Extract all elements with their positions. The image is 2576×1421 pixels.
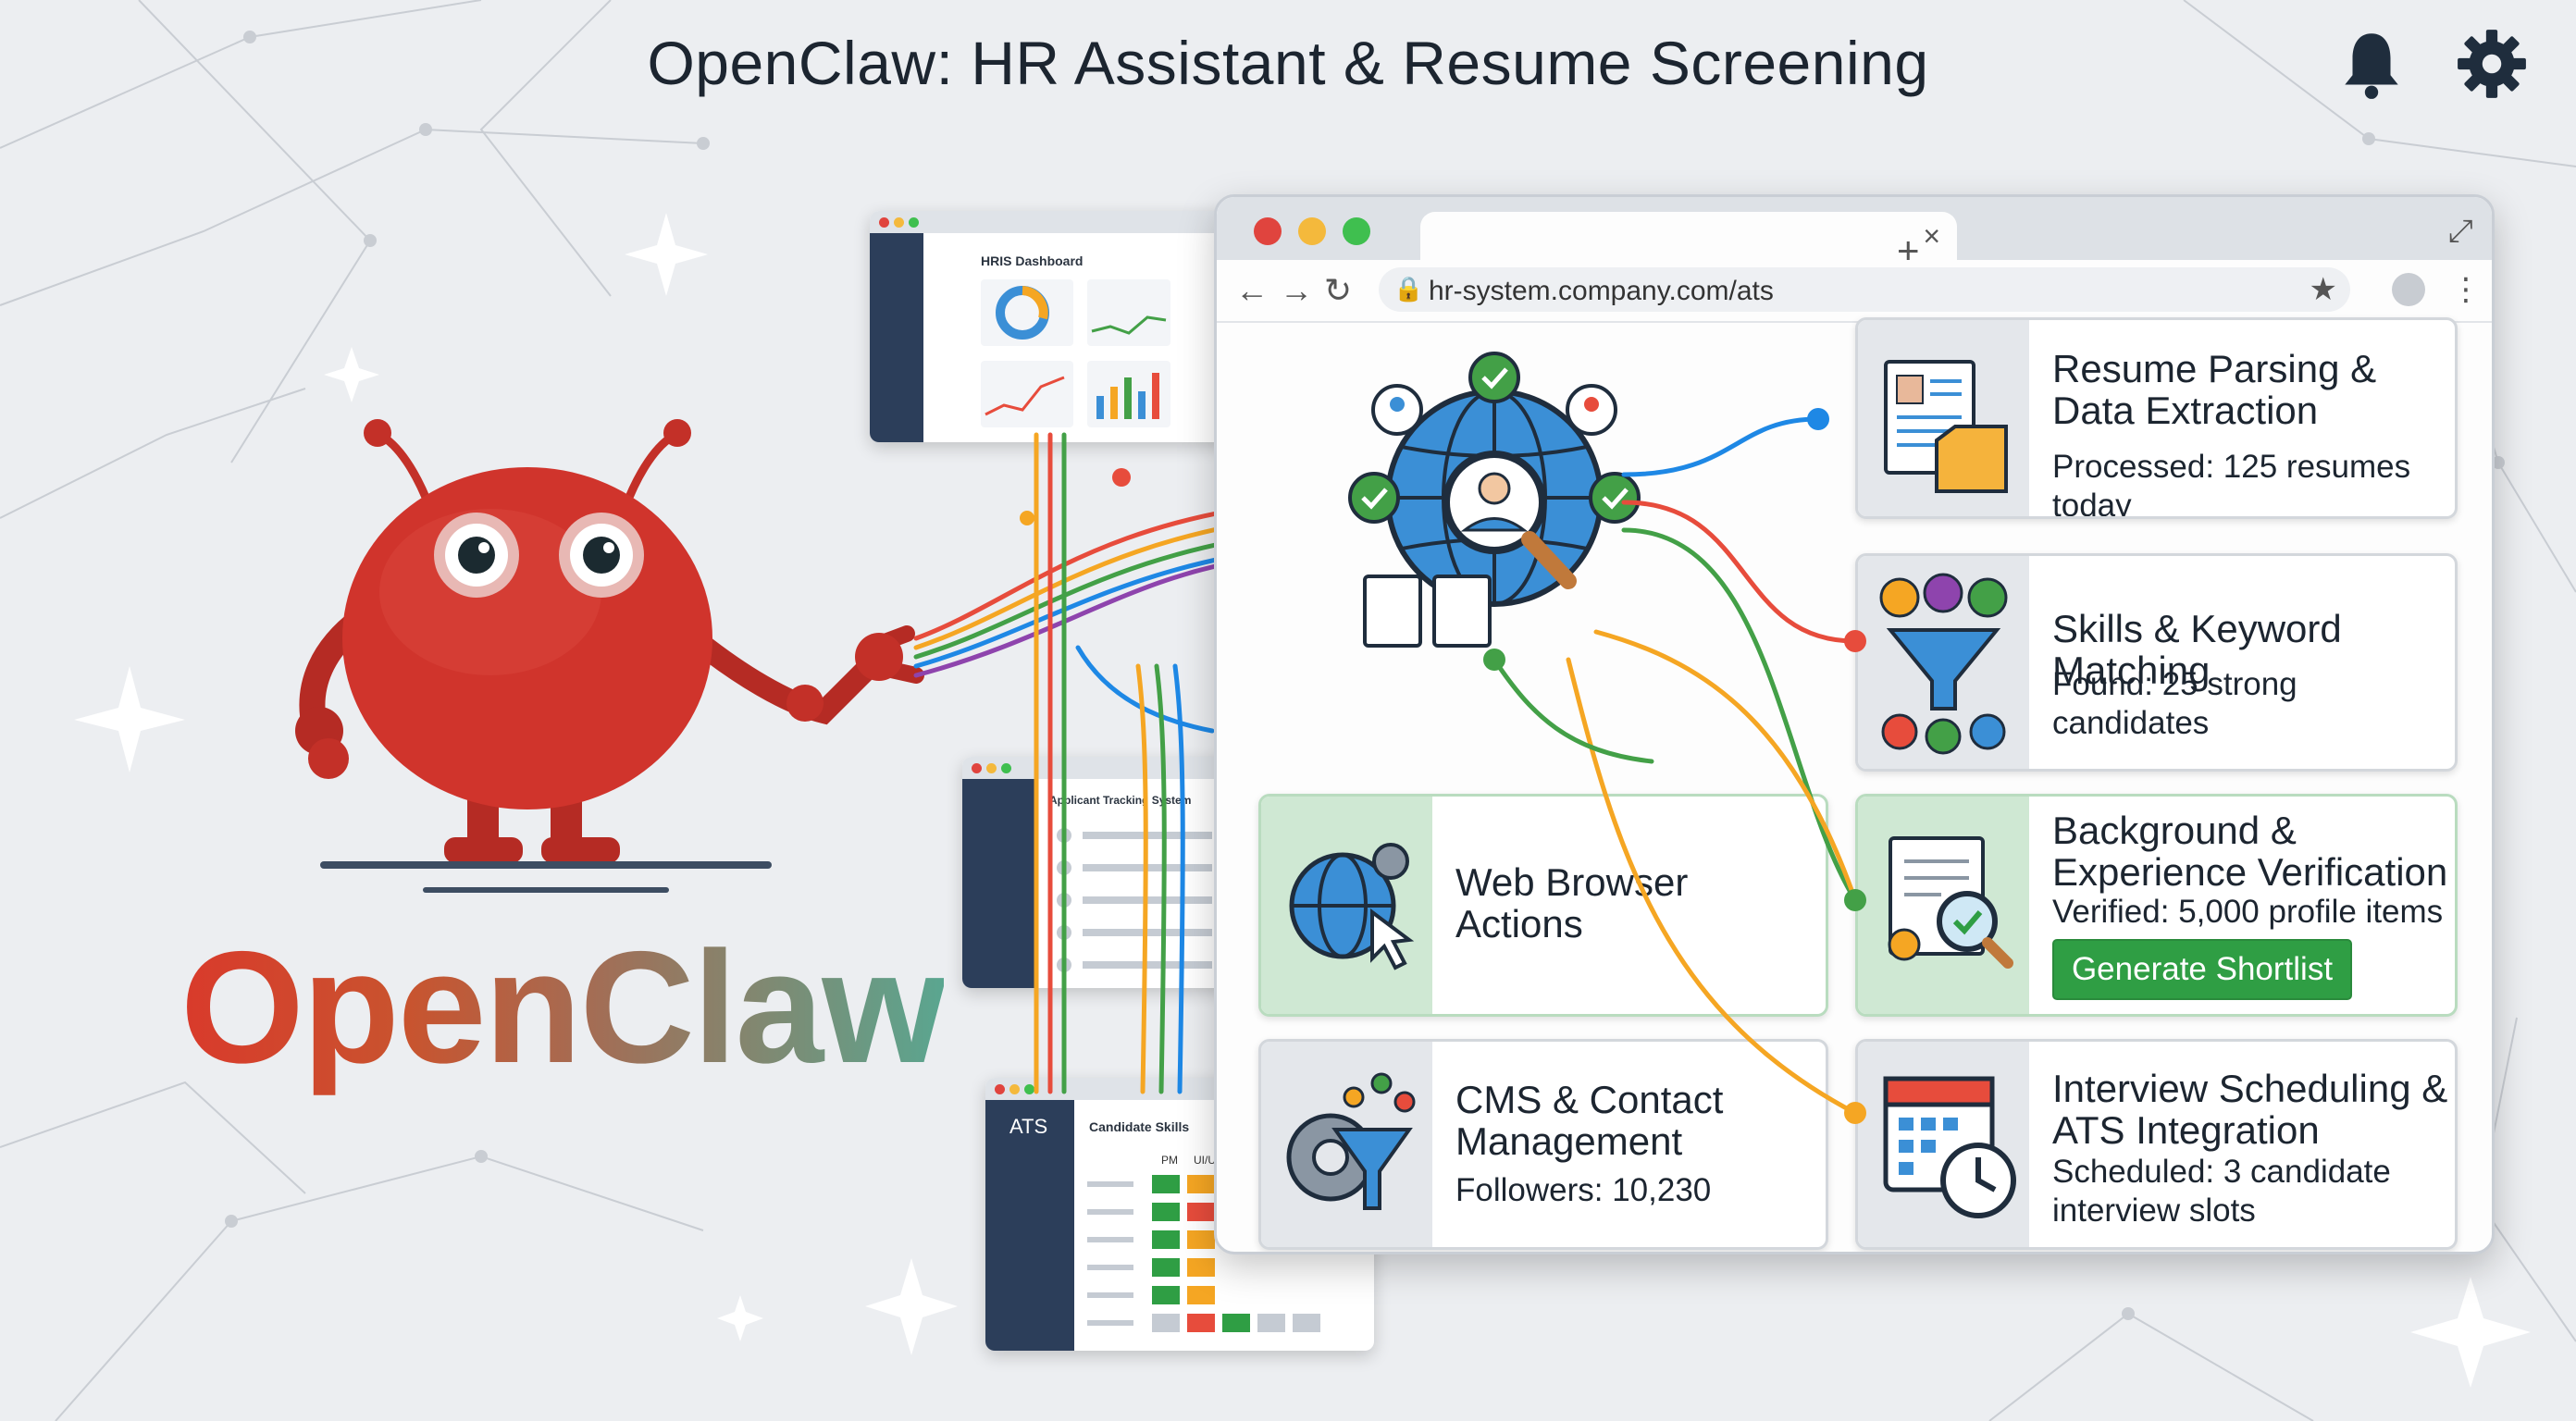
card-icon-area: [1261, 1042, 1432, 1247]
close-window-button[interactable]: [1254, 217, 1282, 245]
resume-parsing-card[interactable]: Resume Parsing & Data Extraction Process…: [1855, 317, 2458, 519]
skills-matching-stat: Found: 25 strong candidates: [2052, 666, 2297, 741]
back-arrow-icon[interactable]: ←: [1235, 271, 1269, 309]
card-icon-area: [1261, 797, 1432, 1014]
browser-tabstrip: × + ⤢: [1217, 197, 2492, 272]
internal-connectors: [1483, 408, 1866, 1124]
gear-icon[interactable]: [2454, 26, 2530, 102]
bell-icon[interactable]: [2334, 26, 2409, 102]
card-icon-area: [1858, 1042, 2029, 1247]
skills-matrix: [1087, 1175, 1320, 1332]
skills-title: Candidate Skills: [1089, 1119, 1190, 1134]
talent-globe-icon: [1348, 352, 1641, 648]
page-title: OpenClaw: HR Assistant & Resume Screenin…: [647, 29, 1929, 97]
brand-logo-text: OpenClaw: [180, 916, 946, 1099]
skills-funnel-icon: [1879, 573, 2008, 755]
cms-contact-stat: Followers: 10,230: [1455, 1172, 1712, 1208]
address-bar[interactable]: 🔒 hr-system.company.com/ats ★: [1379, 267, 2350, 312]
resume-folder-icon: [1884, 360, 2008, 493]
skills-sidebar: [985, 1100, 1074, 1351]
globe-cursor-icon: [1289, 843, 1415, 970]
expand-icon[interactable]: ⤢: [2447, 214, 2473, 249]
profile-avatar-icon[interactable]: [2392, 273, 2425, 306]
hris-dashboard-window: HRIS Dashboard: [870, 211, 1231, 442]
web-browser-actions-title: Web Browser Actions: [1455, 860, 1689, 945]
ats-title: Applicant Tracking System: [1049, 794, 1192, 807]
gear-funnel-icon: [1286, 1072, 1416, 1210]
resume-parsing-stat: Processed: 125 resumes today: [2052, 449, 2411, 519]
calendar-clock-icon: [1883, 1076, 2016, 1218]
resume-parsing-title: Resume Parsing & Data Extraction: [2052, 347, 2377, 432]
skills-matching-card[interactable]: Skills & Keyword Matching Found: 25 stro…: [1855, 553, 2458, 772]
hris-widgets: [981, 279, 1170, 427]
card-icon-area: [1858, 797, 2029, 1014]
skills-col-pm: PM: [1161, 1154, 1178, 1167]
window-titlebar: [962, 757, 1231, 779]
background-verification-stat: Verified: 5,000 profile items: [2052, 894, 2444, 930]
interview-scheduling-card[interactable]: Interview Scheduling & ATS Integration S…: [1855, 1039, 2458, 1250]
cms-contact-title: CMS & Contact Management: [1455, 1078, 1724, 1163]
minimize-window-button[interactable]: [1298, 217, 1326, 245]
tab-close-icon[interactable]: ×: [1923, 219, 1940, 253]
ats-sidebar: [962, 779, 1036, 988]
hris-sidebar: [870, 233, 923, 442]
robot-mascot: [295, 419, 924, 893]
reload-icon[interactable]: ↻: [1324, 271, 1353, 309]
skills-sidebar-label: ATS: [1009, 1115, 1048, 1138]
generate-shortlist-button[interactable]: Generate Shortlist: [2052, 939, 2352, 1000]
certificate-search-icon: [1888, 836, 2013, 969]
background-verification-card[interactable]: Background & Experience Verification Ver…: [1855, 794, 2458, 1017]
menu-dots-icon[interactable]: ⋮: [2450, 272, 2482, 307]
cms-contact-card[interactable]: CMS & Contact Management Followers: 10,2…: [1258, 1039, 1828, 1250]
background-verification-title: Background & Experience Verification: [2052, 809, 2448, 894]
lock-icon: 🔒: [1393, 275, 1424, 303]
card-icon-area: [1858, 556, 2029, 769]
maximize-window-button[interactable]: [1343, 217, 1370, 245]
url-text[interactable]: hr-system.company.com/ats: [1429, 276, 1774, 306]
interview-scheduling-stat: Scheduled: 3 candidate interview slots: [2052, 1154, 2391, 1229]
forward-arrow-icon[interactable]: →: [1280, 271, 1313, 309]
web-browser-actions-card[interactable]: Web Browser Actions: [1258, 794, 1828, 1017]
card-icon-area: [1858, 320, 2029, 516]
interview-scheduling-title: Interview Scheduling & ATS Integration: [2052, 1067, 2448, 1152]
hris-title: HRIS Dashboard: [981, 253, 1084, 268]
window-titlebar: [870, 211, 1231, 233]
browser-window: × + ⤢ ← → ↻ 🔒 hr-system.company.com/ats …: [1214, 194, 2495, 1254]
sparkle-decorations: [74, 213, 2531, 1388]
star-icon[interactable]: ★: [2309, 272, 2337, 307]
browser-navbar: ← → ↻ 🔒 hr-system.company.com/ats ★ ⋮: [1217, 260, 2492, 323]
skills-col-uiux: UI/U: [1194, 1154, 1216, 1167]
skills-matching-title: Skills & Keyword Matching: [2052, 607, 2342, 692]
